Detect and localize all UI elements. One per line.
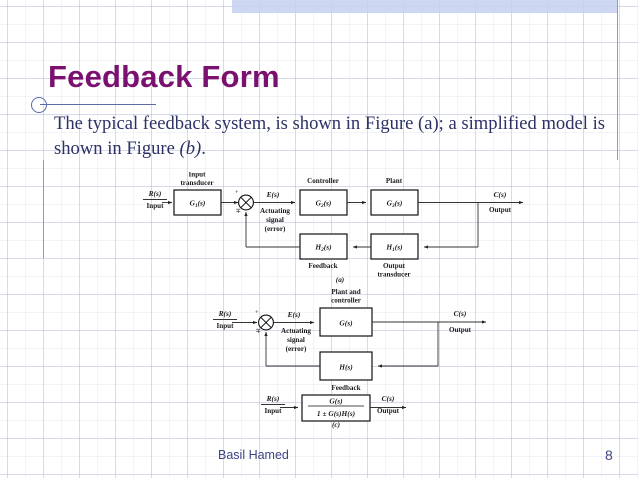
block-g2-title: Controller xyxy=(307,177,339,185)
error-word-1-b: Actuating xyxy=(281,327,311,335)
sum-plus-sign-b: + xyxy=(255,309,259,316)
block-g-b-title-line2: controller xyxy=(331,297,361,305)
signal-output-word-a: Output xyxy=(489,206,512,214)
tf-numerator: G(s) xyxy=(329,397,342,406)
figure-a-caption: (a) xyxy=(336,276,344,284)
signal-c-s-a: C(s) xyxy=(494,190,507,199)
figure-b: R(s) Input + ∓ E(s) Actuating signal (er… xyxy=(213,288,487,404)
tf-denominator: 1 ± G(s)H(s) xyxy=(317,409,355,418)
error-word-3-a: (error) xyxy=(265,225,286,233)
block-g3 xyxy=(370,189,419,216)
block-g2 xyxy=(299,189,348,216)
block-g3-title: Plant xyxy=(386,177,403,185)
sum-minus-sign-b: ∓ xyxy=(256,328,261,335)
error-word-3-b: (error) xyxy=(286,345,307,353)
circle-bullet-icon xyxy=(31,97,47,113)
block-h2-title: Feedback xyxy=(308,262,337,270)
block-h-b-label: H(s) xyxy=(338,363,353,372)
signal-e-s-b: E(s) xyxy=(287,310,301,319)
block-transfer-function xyxy=(301,394,371,422)
block-g1-title-line2: transducer xyxy=(180,179,213,187)
block-h2-label: H2(s) xyxy=(314,243,331,254)
sum-cross-2-b xyxy=(260,317,272,328)
page-title: Feedback Form xyxy=(48,59,280,94)
body-paragraph-tail: . xyxy=(201,138,206,159)
block-h2 xyxy=(299,233,348,260)
signal-c-s-b: C(s) xyxy=(454,309,467,318)
block-g2-label: G2(s) xyxy=(316,199,332,210)
block-g3-label: G3(s) xyxy=(387,199,403,210)
block-h1-label: H1(s) xyxy=(385,243,402,254)
block-h1-title-line1: Output xyxy=(383,262,406,270)
sum-cross-2-a xyxy=(240,197,252,208)
error-word-1-a: Actuating xyxy=(260,207,290,215)
block-g1 xyxy=(173,189,222,216)
figure-c: R(s) Input G(s) 1 ± G(s)H(s) C(s) Output… xyxy=(261,394,407,429)
signal-output-word-b: Output xyxy=(449,326,472,334)
block-g1-title-line1: Input xyxy=(189,172,207,179)
top-banner-decoration xyxy=(232,0,618,13)
sum-plus-sign-a: + xyxy=(235,189,239,196)
footer-author: Basil Hamed xyxy=(218,448,289,462)
title-underline-rule xyxy=(40,104,156,105)
block-g-b-label: G(s) xyxy=(339,319,352,328)
signal-r-s-a: R(s) xyxy=(148,189,162,198)
right-vertical-rule xyxy=(617,0,618,160)
body-paragraph: The typical feedback system, is shown in… xyxy=(54,111,616,161)
figure-a: G1(s) Input transducer R(s) Input + ∓ E(… xyxy=(143,172,524,284)
footer-page-number: 8 xyxy=(605,447,613,463)
signal-r-s-c: R(s) xyxy=(266,394,280,403)
signal-input-word-a: Input xyxy=(147,202,165,210)
signal-e-s-a: E(s) xyxy=(266,190,280,199)
error-word-2-b: signal xyxy=(287,336,305,344)
block-h1-title-line2: transducer xyxy=(377,271,410,279)
body-paragraph-italic: (b) xyxy=(179,138,202,159)
sum-minus-sign-a: ∓ xyxy=(236,208,241,215)
signal-input-word-b: Input xyxy=(217,322,235,330)
body-paragraph-lead: The typical feedback system, is shown in… xyxy=(54,113,605,159)
block-h1 xyxy=(370,233,419,260)
block-g-b-title-line1: Plant and xyxy=(331,288,360,296)
figure-c-caption: (c) xyxy=(332,421,340,429)
signal-c-s-c: C(s) xyxy=(382,394,395,403)
left-vertical-rule xyxy=(43,160,44,258)
signal-input-word-c: Input xyxy=(265,407,283,415)
block-diagram-figure-group: G1(s) Input transducer R(s) Input + ∓ E(… xyxy=(140,172,560,440)
block-g-b xyxy=(319,307,373,337)
signal-r-s-b: R(s) xyxy=(218,309,232,318)
signal-output-word-c: Output xyxy=(377,407,400,415)
block-h-b-title: Feedback xyxy=(331,384,360,392)
block-g1-label: G1(s) xyxy=(190,199,206,210)
error-word-2-a: signal xyxy=(266,216,284,224)
